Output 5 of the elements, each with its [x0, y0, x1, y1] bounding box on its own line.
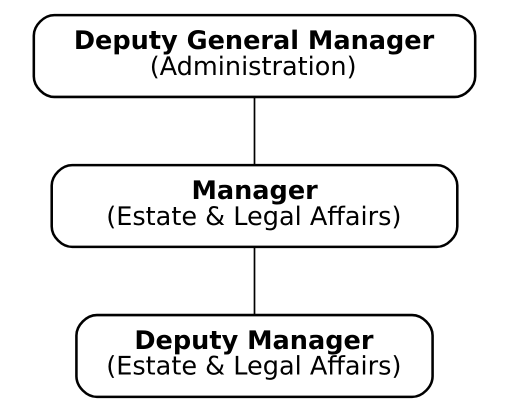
connector: [254, 97, 256, 165]
node-box: Manager (Estate & Legal Affairs): [50, 164, 459, 248]
connector: [254, 246, 256, 315]
node-box: Deputy General Manager (Administration): [32, 14, 476, 98]
node-box: Deputy Manager (Estate & Legal Affairs): [75, 314, 434, 398]
